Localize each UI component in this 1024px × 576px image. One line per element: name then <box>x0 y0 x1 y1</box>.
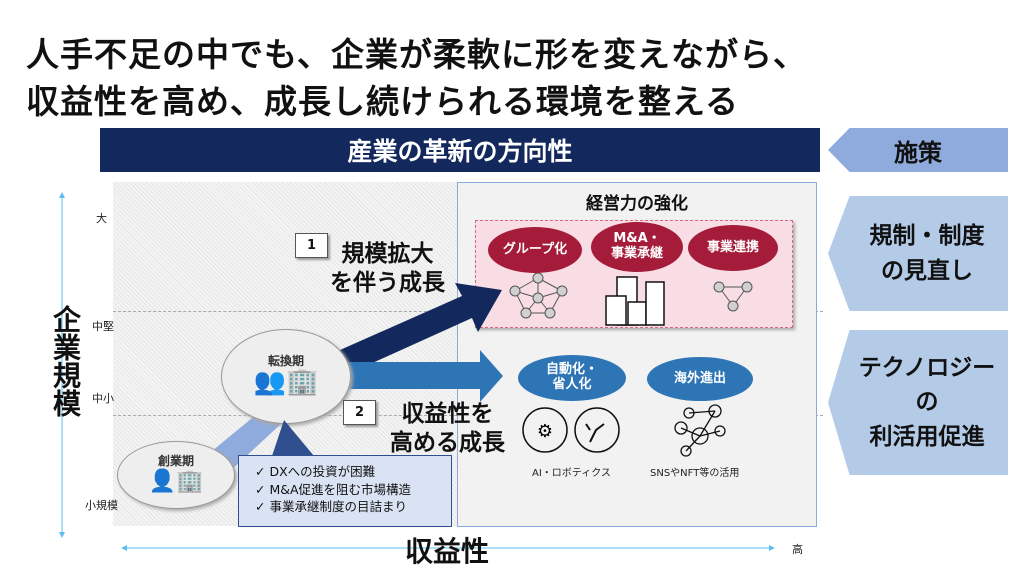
robot-arm-icon <box>574 407 620 453</box>
scale-growth-arrow <box>340 283 502 374</box>
measure-label: 規制・制度の見直し <box>869 223 985 284</box>
ai-head-icon <box>522 407 568 453</box>
measure-regulation-review: 規制・制度の見直し <box>828 196 1008 311</box>
y-axis-label: 企業規模 <box>49 305 82 417</box>
measure-label: テクノロジー <box>858 354 996 381</box>
title-line-1: 人手不足の中でも、企業が柔軟に形を変えながら、 <box>26 35 808 74</box>
scale-growth-label: 規模拡大を伴う成長 <box>325 240 450 298</box>
y-tick-large: 大 <box>96 212 107 225</box>
sns-nft-caption: SNSやNFT等の活用 <box>650 468 740 479</box>
group-formation-badge: グループ化 <box>488 227 582 273</box>
measure-label: 利活用促進 <box>869 423 985 450</box>
profit-growth-arrow <box>345 350 503 402</box>
gear-icon: ⚙ <box>537 421 553 442</box>
network-icon <box>509 272 568 319</box>
y-axis-arrowhead <box>59 192 65 198</box>
ma-succession-badge: M&A・事業承継 <box>591 222 683 272</box>
measure-technology-use: テクノロジー の 利活用促進 <box>828 330 1008 475</box>
business-alliance-badge: 事業連携 <box>688 225 778 271</box>
y-tick-midsize: 中堅 <box>92 320 114 333</box>
label-line: 収益性を <box>401 401 494 427</box>
label-line: 規模拡大 <box>341 241 434 267</box>
y-tick-small: 小規模 <box>85 499 118 512</box>
x-axis-label: 収益性 <box>405 535 490 568</box>
x-axis-high: 高 <box>792 543 803 556</box>
buildings-icon <box>605 276 665 326</box>
partnership-icon <box>713 281 753 312</box>
measures-header: 施策 <box>828 128 1008 172</box>
path-number-1: 1 <box>295 233 328 258</box>
badge-line: M&A・ <box>613 231 661 247</box>
issue-item: ✓ M&A促進を阻む市場構造 <box>255 481 412 497</box>
badge-line: 自動化・ <box>545 362 598 378</box>
measure-label: の <box>915 389 939 416</box>
people-building-icon: 👥🏢 <box>253 367 319 398</box>
y-axis-arrowhead <box>59 532 65 538</box>
callout-pointer <box>272 420 314 456</box>
stage-founding: 創業期 👤🏢 <box>117 441 235 509</box>
overseas-expansion-badge: 海外進出 <box>647 357 753 401</box>
path-number-2: 2 <box>343 400 376 425</box>
label-line: を伴う成長 <box>330 269 445 296</box>
social-network-icon <box>674 404 726 457</box>
stage-label: 創業期 <box>157 454 194 469</box>
person-building-icon: 👤🏢 <box>148 469 204 495</box>
title-line-2: 収益性を高め、成長し続けられる環境を整える <box>26 82 740 121</box>
profit-growth-label: 収益性を高める成長 <box>385 400 510 458</box>
issues-callout: ✓ DXへの投資が困難 ✓ M&A促進を阻む市場構造 ✓ 事業承継制度の目詰まり <box>238 455 452 527</box>
stage-label: 転換期 <box>267 353 304 368</box>
management-title: 経営力の強化 <box>586 194 688 214</box>
badge-line: 省人化 <box>552 377 592 392</box>
badge-line: 事業承継 <box>610 246 663 261</box>
label-line: 高める成長 <box>390 429 505 456</box>
direction-header: 産業の革新の方向性 <box>100 128 820 172</box>
issue-item: ✓ DXへの投資が困難 <box>255 464 376 479</box>
issue-item: ✓ 事業承継制度の目詰まり <box>255 499 407 514</box>
y-tick-sme: 中小 <box>92 392 114 405</box>
ai-robotics-caption: AI・ロボティクス <box>532 468 611 479</box>
stage-transition: 転換期 👥🏢 <box>221 329 351 424</box>
automation-badge: 自動化・省人化 <box>518 355 626 401</box>
